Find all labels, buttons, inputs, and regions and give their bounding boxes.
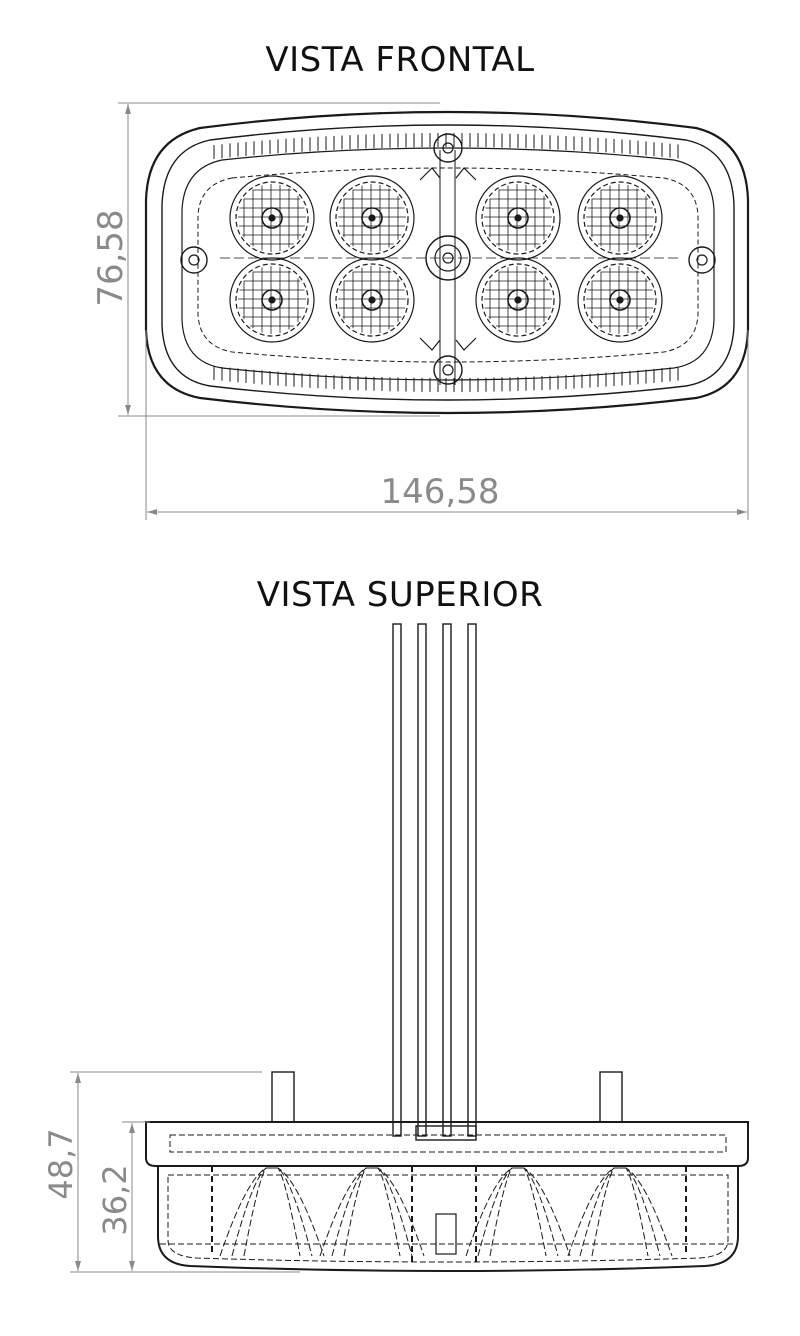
top-housing-body [157, 1165, 739, 1272]
top-dimensions [70, 1071, 300, 1273]
reflector-cone [465, 1167, 571, 1257]
center-hub [425, 235, 471, 281]
led-reflector [577, 175, 663, 261]
mounting-stud-right [599, 1071, 623, 1123]
mounting-stud-left [271, 1071, 295, 1123]
top-flange [145, 1121, 749, 1167]
led-reflector [229, 175, 315, 261]
front-width-dimension: 146,58 [381, 472, 500, 512]
reflector-cone [567, 1167, 673, 1257]
top-total-height-dimension: 48,7 [42, 1128, 80, 1199]
front-view-title: VISTA FRONTAL [265, 40, 535, 80]
reflector-cones [219, 1167, 673, 1257]
lens-ribs-top [213, 133, 679, 159]
led-reflector [577, 257, 663, 343]
front-inner-rim [161, 124, 735, 401]
front-height-dimension: 76,58 [91, 209, 131, 306]
front-lens-border [181, 147, 715, 381]
top-body-height-dimension: 36,2 [96, 1164, 134, 1235]
top-view-title: VISTA SUPERIOR [256, 575, 544, 615]
center-connector [415, 1125, 477, 1141]
top-view [145, 623, 749, 1272]
screw-boss-left [180, 246, 208, 274]
screw-boss-bottom [433, 355, 463, 385]
led-reflector [475, 175, 561, 261]
led-reflector [229, 257, 315, 343]
lens-ribs-bottom [213, 366, 679, 392]
front-outer-housing [144, 110, 750, 415]
reflector-cone [219, 1167, 325, 1257]
front-dimensions [118, 102, 749, 520]
led-reflectors [229, 175, 663, 343]
front-view [144, 110, 750, 415]
screw-boss-top [433, 133, 463, 163]
led-reflector [475, 257, 561, 343]
led-reflector [329, 175, 415, 261]
cable-wires [392, 623, 477, 1137]
reflector-cone [319, 1167, 425, 1257]
screw-boss-right [688, 246, 716, 274]
led-reflector [329, 257, 415, 343]
